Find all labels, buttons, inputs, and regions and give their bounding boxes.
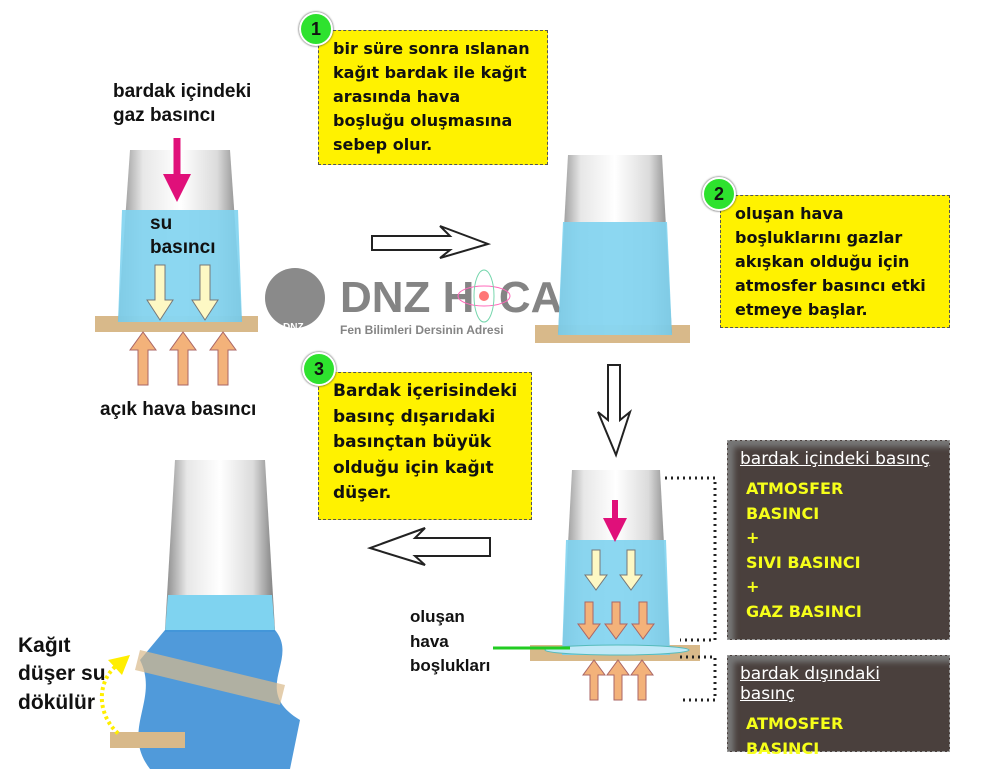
outside-line: BASINCI [746,738,820,758]
step-3-badge: 3 [302,352,336,386]
svg-text:Fen Bilimleri Dersinin Adresi: Fen Bilimleri Dersinin Adresi [340,323,504,337]
logo-title: DNZ H CA [340,273,562,322]
step-2-note: oluşan hava boşluklarını gazlar akışkan … [720,195,950,328]
inside-pressure-title: bardak içindeki basınç [740,449,931,469]
step-2-badge: 2 [702,177,736,211]
inside-line: ATMOSFER [746,479,844,498]
outside-line: ATMOSFER [746,714,844,733]
step-3-note: Bardak içerisindeki basınç dışarıdaki ba… [318,372,532,520]
glass-3 [493,470,717,702]
paper-falls-label: Kağıt düşer su dökülür [18,634,106,714]
water-pressure-label: su basıncı [150,213,216,258]
open-air-pressure-label: açık hava basıncı [100,399,257,420]
inside-line: + [746,528,760,547]
step-1-badge: 1 [299,12,333,46]
logo: DNZ H CA Fen Bilimleri Dersinin Adresi D… [265,268,562,337]
inside-pressure-box: bardak içindeki basınç ATMOSFER BASINCI … [727,440,950,640]
inside-line: GAZ BASINCI [746,601,862,621]
air-gaps-label: oluşan hava boşlukları [410,607,491,676]
outside-pressure-box: bardak dışındaki basınç ATMOSFER BASINCI [727,655,950,758]
flow-arrows [366,225,632,566]
gas-pressure-label: bardak içindeki gaz basıncı [113,81,252,126]
inside-line: + [746,577,760,596]
svg-text:DNZ: DNZ [283,322,304,333]
step-1-note: bir süre sonra ıslanan kağıt bardak ile … [318,30,548,165]
inside-line: BASINCI [746,503,820,523]
glass-2 [535,155,690,343]
outside-pressure-title: bardak dışındaki basınç [740,664,881,704]
glass-4 [99,460,300,769]
inside-line: SIVI BASINCI [746,552,861,572]
glass-1 [95,138,258,386]
